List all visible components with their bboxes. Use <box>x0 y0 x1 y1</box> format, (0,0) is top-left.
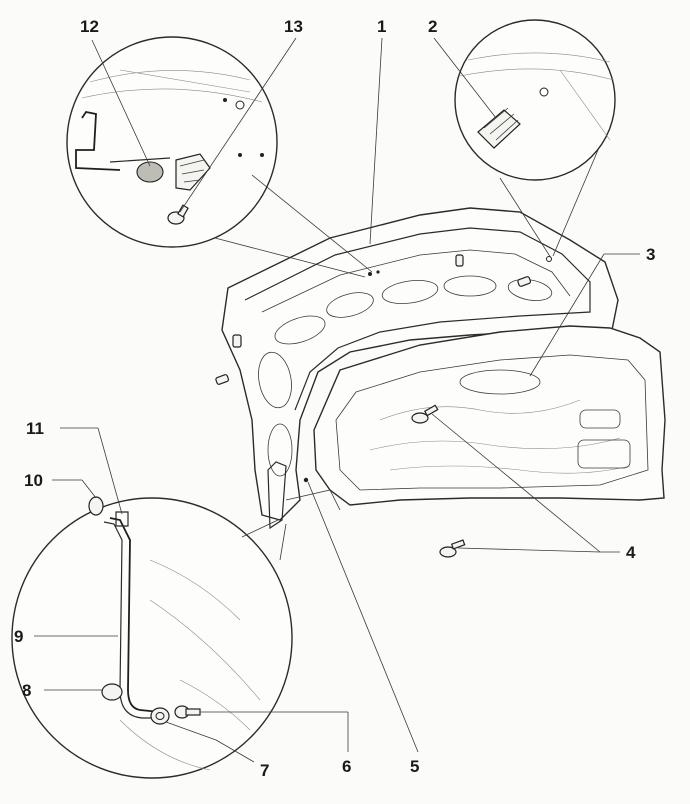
callout-5: 5 <box>410 757 419 776</box>
callout-12: 12 <box>80 17 99 36</box>
bumper-right <box>517 276 532 287</box>
prop-rod <box>103 517 162 719</box>
rod-holder <box>150 707 170 725</box>
callout-7: 7 <box>260 761 269 780</box>
mat-clip-lower <box>439 539 466 558</box>
callout-9: 9 <box>14 627 23 646</box>
callout-13: 13 <box>284 17 303 36</box>
bumper-left <box>215 374 230 385</box>
rod-top-clip <box>88 496 104 516</box>
insulation-mat <box>313 325 666 506</box>
rubber-stop-left <box>232 334 242 348</box>
detail-circle-stop <box>454 19 616 181</box>
detail-circle-prop-rod <box>11 496 293 779</box>
holder-screw <box>174 705 201 719</box>
lock-bolt <box>167 204 189 225</box>
mat-clip-upper <box>411 404 439 424</box>
callout-11: 11 <box>26 419 44 438</box>
hood-hinge <box>267 461 287 530</box>
callout-2: 2 <box>428 17 437 36</box>
callout-1: 1 <box>377 17 386 36</box>
rubber-stop-center <box>455 254 464 267</box>
detail-circle-lock <box>66 36 278 248</box>
grommet <box>101 683 123 701</box>
leader-lines <box>34 37 640 763</box>
callout-4: 4 <box>626 543 636 562</box>
callout-6: 6 <box>342 757 351 776</box>
rod-bracket <box>115 511 129 527</box>
callout-10: 10 <box>24 471 43 490</box>
hood-panel <box>215 207 619 530</box>
callout-3: 3 <box>646 245 655 264</box>
hood-lock <box>136 153 211 191</box>
callout-8: 8 <box>22 681 31 700</box>
callout-labels: 1 2 3 4 5 6 7 8 9 10 11 12 13 <box>14 17 655 780</box>
